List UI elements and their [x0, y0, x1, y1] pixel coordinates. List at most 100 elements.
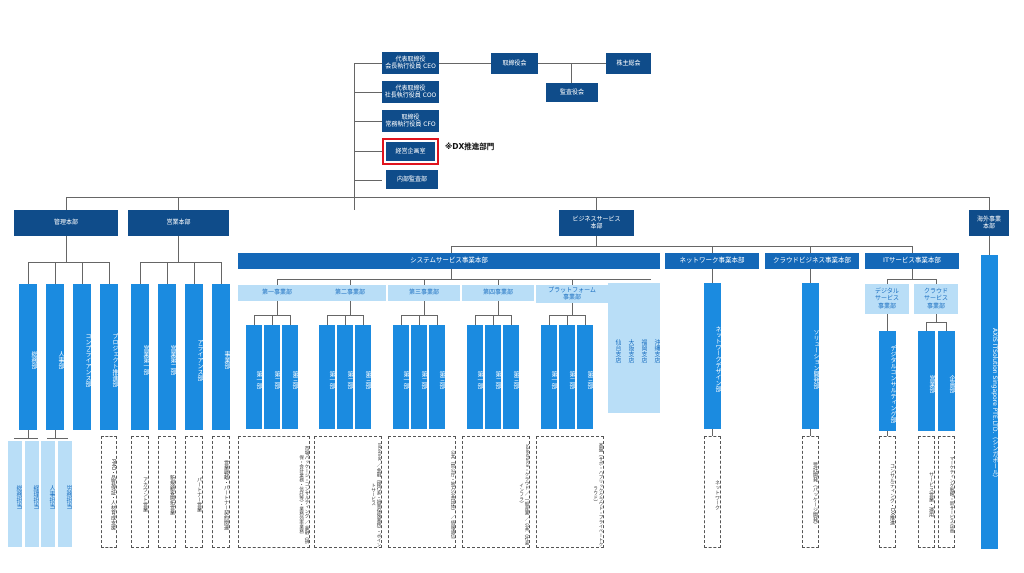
coo-box: 代表取締役 社長執行役員 COO	[382, 81, 439, 103]
branch-office: 仙台支店	[608, 283, 621, 413]
shareholders-box: 株主総会	[606, 53, 651, 74]
connector	[571, 63, 572, 83]
system-group-box: Salesforce・クラウド ／ 一般産業 ／ 公共（社会インフラ）	[462, 436, 530, 548]
planning-office: 経営企画室	[386, 142, 435, 161]
admin-sub: 人事担当	[41, 441, 55, 547]
connector	[109, 262, 110, 284]
system-group: 第二事業部	[314, 285, 386, 301]
dx-note: ※DX推進部門	[445, 142, 495, 151]
connector	[596, 236, 597, 246]
connector	[66, 236, 67, 262]
connector	[28, 262, 109, 263]
solution-dev-dept: ソリューション開発部	[802, 283, 819, 429]
overseas-subsidiary: AXIS ITSolution Singapore PTE.LTD.（シンガポー…	[981, 255, 998, 549]
admin-sub: 労務担当	[58, 441, 72, 547]
admin-dept: コンプライアンス部	[73, 284, 91, 430]
connector	[572, 303, 573, 315]
digital-service-division: デジタル サービス 事業部	[865, 284, 909, 314]
connector	[511, 315, 512, 325]
sales-dept-box: 営業戦略・パートナー契約関連	[212, 436, 230, 548]
connector	[810, 429, 811, 436]
connector	[989, 197, 990, 210]
connector	[475, 315, 476, 325]
connector	[439, 63, 491, 64]
connector	[912, 246, 913, 253]
system-group: 第一事業部	[238, 285, 316, 301]
admin-dept: 総務部	[19, 284, 37, 430]
sales-division: 営業本部	[128, 210, 229, 236]
system-unit: 第一部	[467, 325, 483, 429]
connector	[354, 151, 382, 152]
connector	[887, 279, 888, 284]
connector	[28, 430, 29, 438]
admin-sub: 総務担当	[8, 441, 22, 547]
sales-dept: 営業第一部	[131, 284, 149, 430]
connector	[14, 438, 38, 439]
system-group-box: 基盤（サポ・ハブリッククラウド・プライベートクラウド）	[536, 436, 604, 548]
connector	[451, 246, 913, 247]
connector	[221, 262, 222, 284]
connector	[451, 269, 452, 279]
connector	[946, 322, 947, 331]
connector	[926, 322, 947, 323]
connector	[887, 431, 888, 436]
business-service-division: ビジネスサービス 本部	[559, 210, 634, 236]
connector	[424, 301, 425, 315]
connector	[194, 262, 195, 284]
system-group-box: 公共（官公庁・地方公共団体） ／ 情報通信	[388, 436, 456, 548]
system-unit: 第一部	[246, 325, 262, 429]
connector	[277, 279, 651, 280]
connector	[926, 322, 927, 331]
sales-dept: 事業部	[212, 284, 230, 430]
division-bus	[66, 197, 990, 198]
network-design-dept: ネットワークデザイン部	[704, 283, 721, 429]
system-group-box: 市場パッケージ・コンサルティング ／ 金融（損保・会計業務・信託等）・業務効率業…	[238, 436, 310, 548]
connector	[538, 63, 606, 64]
branch-office: 大阪支店	[621, 283, 634, 413]
connector	[712, 269, 713, 283]
connector	[437, 315, 438, 325]
internal-audit: 内部監査部	[386, 170, 438, 189]
connector	[363, 315, 364, 325]
digital-box: コンサルティング・DX推進	[879, 436, 896, 548]
cloud-planning-box: マーケティング戦略・新サービス企画	[938, 436, 955, 548]
cloud-sales-dept: 営業部	[918, 331, 935, 431]
connector	[327, 315, 328, 325]
admin-sub: 経理担当	[25, 441, 39, 547]
planning-highlight	[382, 138, 439, 165]
connector	[887, 314, 888, 331]
connector	[712, 246, 713, 253]
connector	[498, 279, 499, 285]
connector	[254, 315, 255, 325]
connector	[936, 279, 937, 284]
system-unit: 第一部	[541, 325, 557, 429]
system-unit: 第二部	[411, 325, 427, 429]
connector	[350, 301, 351, 315]
connector	[354, 197, 355, 210]
system-group: 第三事業部	[388, 285, 460, 301]
system-unit: 第一部	[319, 325, 335, 429]
cfo-box: 取締役 常務執行役員 CFO	[382, 110, 439, 132]
overseas-division: 海外事業 本部	[969, 210, 1009, 236]
connector	[55, 262, 56, 284]
cloud-planning-dept: 企画部	[938, 331, 955, 431]
connector	[810, 246, 811, 253]
admin-dept-box: PMO・品質保証・人材育成支援	[101, 436, 117, 548]
connector	[989, 236, 990, 255]
it-service-hq: ITサービス事業本部	[865, 253, 959, 269]
connector	[167, 262, 168, 284]
connector	[55, 430, 56, 438]
connector	[549, 315, 550, 325]
connector	[82, 262, 83, 284]
connector	[350, 279, 351, 285]
admin-division: 管理本部	[14, 210, 118, 236]
connector	[419, 315, 420, 325]
system-group-box: Internet ／ 金融（銀行系・損害保険業務）・ポイントサービス	[314, 436, 382, 548]
sales-dept-box: 新規顧客開拓営業	[158, 436, 176, 548]
system-unit: 第二部	[559, 325, 575, 429]
system-unit: 第二部	[264, 325, 280, 429]
connector	[572, 279, 573, 285]
connector	[66, 197, 67, 210]
connector	[272, 315, 273, 325]
cloud-sales-box: サービス営業・運用	[918, 436, 935, 548]
